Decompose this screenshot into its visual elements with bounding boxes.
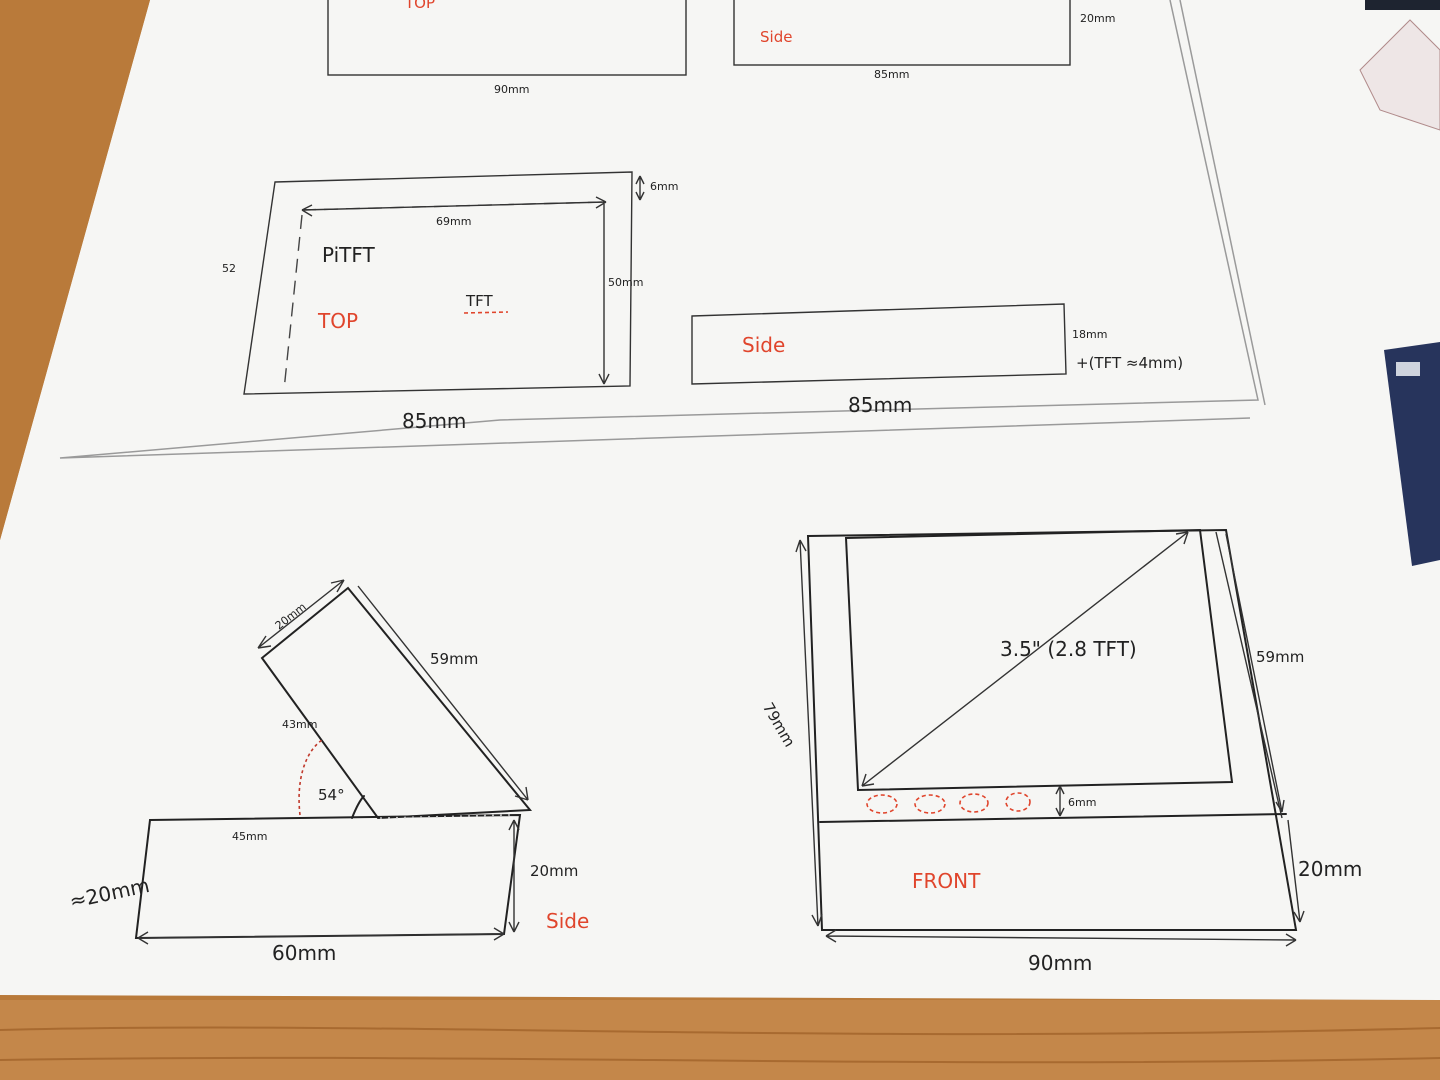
front-gap-arrow (1055, 785, 1065, 817)
base-dotted-extension (379, 814, 511, 819)
angle-arc-small (351, 795, 365, 819)
upper-top-label: TOP (404, 0, 435, 12)
front-base-height: 20mm (1298, 857, 1362, 881)
dark-object (1365, 0, 1440, 10)
angled-hinge-len: 43mm (282, 718, 317, 731)
front-screen-height: 59mm (1256, 648, 1304, 666)
pitft-inner-height: 50mm (608, 276, 643, 289)
wood-grain-band (0, 1000, 1440, 1080)
pitft-offset-arrow (635, 175, 645, 201)
base-width-arrow (137, 927, 505, 945)
front-height-arrow (795, 539, 823, 927)
base-height-arrow (508, 819, 520, 933)
front-diagonal: 3.5" (2.8 TFT) (1000, 637, 1137, 661)
front-view-label: FRONT (912, 869, 981, 893)
pitft-side-outline (691, 303, 1067, 385)
angled-screen (260, 586, 533, 820)
button-3 (959, 793, 989, 813)
angled-base-len: 60mm (272, 941, 336, 965)
button-2 (914, 794, 946, 814)
pitft-top-outline (243, 171, 633, 395)
pitft-side-height: 18mm (1072, 328, 1107, 341)
upper-top-rect (327, 0, 687, 76)
angled-screen-length: 59mm (430, 650, 478, 668)
front-screen-height-arrow (1225, 533, 1285, 813)
pitft-inner-width: 69mm (436, 215, 471, 228)
pitft-tft-label: TFT (465, 292, 494, 310)
front-base-height-arrow (1287, 819, 1305, 923)
paper-shadow-corner (0, 0, 150, 540)
pitft-width-arrow (301, 196, 607, 217)
front-width-arrow (825, 929, 1297, 947)
pencil-frame-2 (1179, 0, 1266, 406)
pencil-sketch-corner (1359, 19, 1440, 131)
pitft-tft-underline (463, 311, 509, 314)
upper-top-width: 90mm (494, 83, 529, 96)
pitft-name: PiTFT (322, 243, 376, 267)
board-object (1384, 342, 1440, 566)
angled-height-right: 20mm (530, 862, 578, 880)
front-diagonal-arrow (861, 531, 1189, 787)
upper-side-height: 20mm (1080, 12, 1115, 25)
front-gap: 6mm (1068, 796, 1096, 809)
button-1 (866, 794, 898, 814)
pitft-top-offset: 6mm (650, 180, 678, 193)
button-4 (1005, 792, 1031, 812)
paper-sheet (0, 0, 1440, 1000)
pitft-left-dash (283, 214, 303, 391)
pitft-view-label: TOP (317, 309, 358, 333)
angled-view-label: Side (546, 909, 589, 933)
angled-screen-width-arrow (257, 579, 345, 649)
angled-angle: 54° (318, 786, 345, 804)
pitft-side-tft-note: +(TFT ≈4mm) (1076, 354, 1183, 372)
angled-top-len: 45mm (232, 830, 267, 843)
board-chip (1396, 362, 1420, 376)
front-base-line (819, 813, 1287, 823)
pitft-side-width: 85mm (848, 393, 912, 417)
front-screen (844, 528, 1234, 792)
upper-side-width: 85mm (874, 68, 909, 81)
upper-side-label: Side (760, 28, 792, 46)
angled-screen-length-arrow (357, 585, 529, 801)
pitft-height-arrow (598, 204, 610, 385)
pencil-frame (59, 0, 1259, 459)
pitft-width: 85mm (402, 409, 466, 433)
pitft-side-view-label: Side (742, 333, 785, 357)
upper-side-rect (733, 0, 1071, 66)
front-right-inner (1215, 531, 1283, 819)
pitft-left-dim: 52 (222, 262, 236, 275)
front-width: 90mm (1028, 951, 1092, 975)
wood-grain (0, 1026, 1440, 1064)
